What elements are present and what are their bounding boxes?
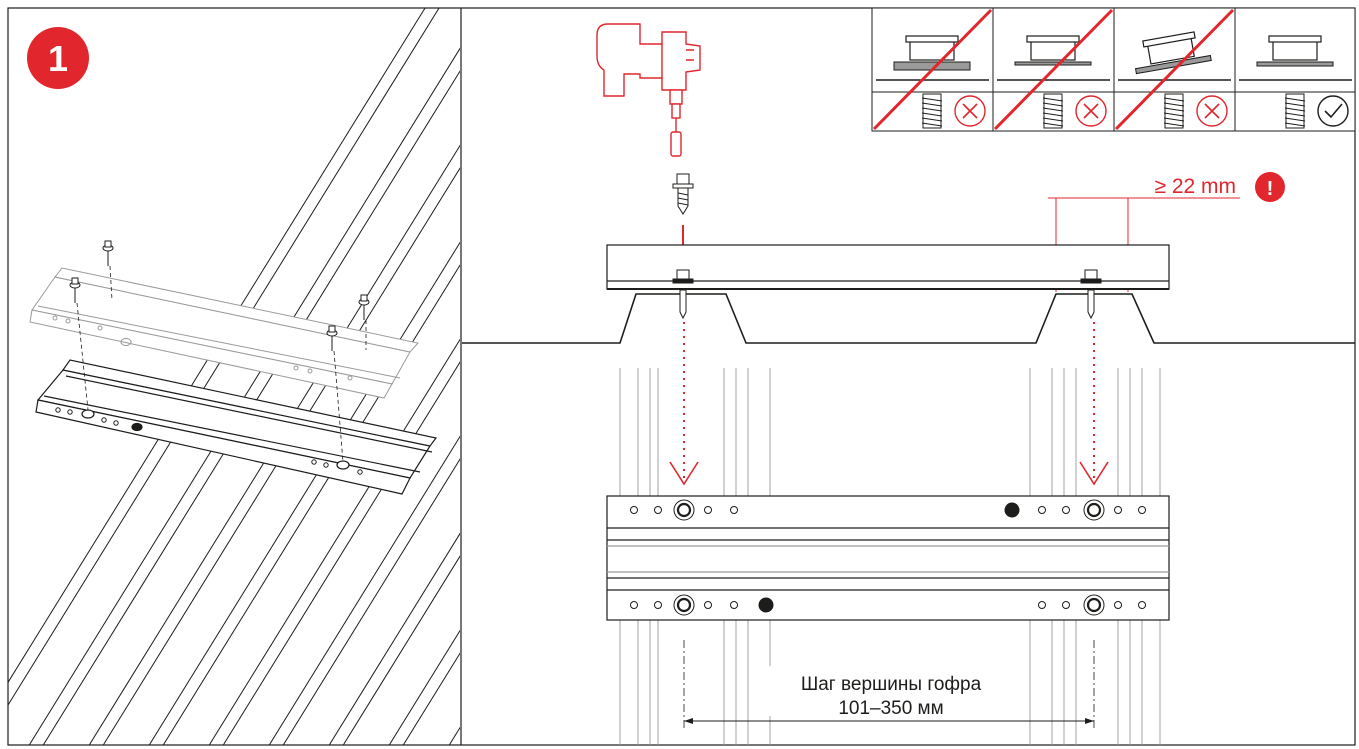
washer-cell-wrong xyxy=(993,8,1114,131)
exploded-guide-lines xyxy=(76,265,367,463)
pitch-range: 101–350 мм xyxy=(838,698,943,719)
cross-circle-icon xyxy=(954,95,986,127)
roof-ribs xyxy=(8,8,460,745)
pitch-caption: Шаг вершины гофра xyxy=(801,674,982,695)
profiled-sheet-section xyxy=(462,293,1355,344)
cross-circle-icon xyxy=(1196,95,1228,127)
washer-cell-wrong xyxy=(1114,8,1235,131)
right-detail-panel: ≥ 22 mm ! xyxy=(462,8,1355,745)
rail-exploded-holes xyxy=(52,315,353,381)
strike-line xyxy=(993,8,1114,131)
washer-cell-correct xyxy=(1239,35,1352,129)
warning-icon xyxy=(1255,172,1285,202)
drill-icon xyxy=(596,23,701,157)
side-view-screws xyxy=(672,269,1102,320)
rail-installed-screws xyxy=(81,409,350,470)
rail-exploded xyxy=(29,267,419,399)
check-circle-icon xyxy=(1317,95,1349,127)
diagram-frame xyxy=(7,7,1356,746)
strike-line xyxy=(1114,8,1235,131)
projection-arrows xyxy=(669,322,1109,486)
washer-check-table xyxy=(871,8,1355,132)
step-badge: 1 xyxy=(27,27,89,89)
cross-circle-icon xyxy=(1075,95,1107,127)
rail-installed-holes xyxy=(55,407,363,475)
top-view-ribs xyxy=(619,368,1161,745)
falling-screw-icon xyxy=(672,173,694,215)
top-view-holes xyxy=(630,499,1146,616)
exploded-screws xyxy=(69,240,370,351)
washer-cell-wrong xyxy=(872,8,993,131)
warning-mark: ! xyxy=(1267,178,1274,200)
clearance-label: ≥ 22 mm xyxy=(1154,175,1236,198)
side-view-rail xyxy=(606,244,1170,290)
top-view-rail xyxy=(606,495,1170,621)
step-number: 1 xyxy=(48,38,68,79)
strike-line xyxy=(872,8,993,131)
pitch-dimension: Шаг вершины гофра 101–350 мм xyxy=(683,640,1095,728)
left-perspective-panel xyxy=(8,8,460,745)
rail-installed xyxy=(35,359,438,495)
